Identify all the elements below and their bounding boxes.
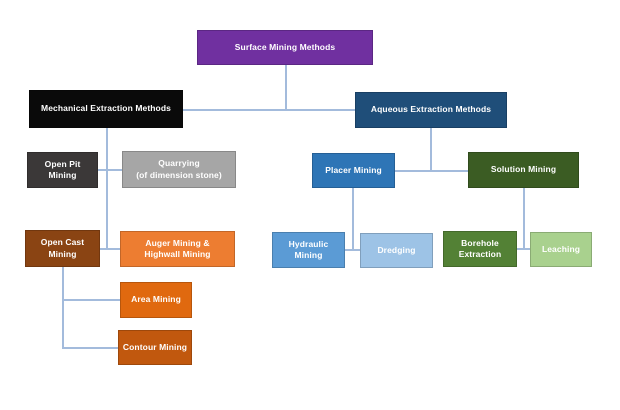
node-label: Area Mining bbox=[131, 294, 181, 305]
connector-opencast-auger bbox=[100, 248, 120, 250]
connector-hydraulic-dredging bbox=[345, 249, 360, 251]
node-label: Dredging bbox=[377, 244, 416, 255]
node-label: Open Cast Mining bbox=[40, 237, 85, 259]
node-aqueous-extraction-methods: Aqueous Extraction Methods bbox=[355, 92, 507, 128]
node-mechanical-extraction-methods: Mechanical Extraction Methods bbox=[29, 90, 183, 128]
node-contour-mining: Contour Mining bbox=[118, 330, 192, 365]
connector-top-horizontal bbox=[183, 109, 355, 111]
node-open-cast-mining: Open Cast Mining bbox=[25, 230, 100, 267]
node-label: Solution Mining bbox=[490, 164, 557, 175]
node-label: Open Pit Mining bbox=[44, 158, 81, 180]
node-label: Leaching bbox=[541, 243, 581, 254]
node-label: Aqueous Extraction Methods bbox=[370, 104, 492, 115]
connector-aqueous-down bbox=[430, 128, 432, 171]
connector-placer-down bbox=[352, 188, 354, 250]
node-dredging: Dredging bbox=[360, 233, 433, 268]
node-label: Auger Mining & Highwall Mining bbox=[144, 237, 211, 259]
connector-borehole-leaching bbox=[517, 248, 530, 250]
node-surface-mining-methods: Surface Mining Methods bbox=[197, 30, 373, 65]
node-label: Surface Mining Methods bbox=[234, 41, 336, 52]
connector-solution-down bbox=[523, 188, 525, 249]
node-quarrying: Quarrying (of dimension stone) bbox=[122, 151, 236, 188]
node-solution-mining: Solution Mining bbox=[468, 152, 579, 188]
node-label: Borehole Extraction bbox=[458, 237, 502, 259]
connector-surface-down bbox=[285, 65, 287, 110]
node-label: Placer Mining bbox=[325, 164, 382, 175]
connector-openpit-quarrying bbox=[98, 169, 122, 171]
node-leaching: Leaching bbox=[530, 232, 592, 267]
node-area-mining: Area Mining bbox=[120, 282, 192, 318]
connector-opencast-down bbox=[62, 267, 64, 348]
connector-area-stub bbox=[62, 299, 120, 301]
node-hydraulic-mining: Hydraulic Mining bbox=[272, 232, 345, 268]
node-label: Quarrying (of dimension stone) bbox=[136, 158, 222, 180]
connector-mechanical-down bbox=[106, 128, 108, 249]
node-label: Hydraulic Mining bbox=[288, 238, 329, 260]
connector-contour-stub bbox=[62, 347, 118, 349]
node-label: Mechanical Extraction Methods bbox=[41, 103, 171, 114]
connector-placer-solution bbox=[395, 170, 468, 172]
node-borehole-extraction: Borehole Extraction bbox=[443, 231, 517, 267]
node-placer-mining: Placer Mining bbox=[312, 153, 395, 188]
node-label: Contour Mining bbox=[122, 341, 188, 352]
node-auger-highwall-mining: Auger Mining & Highwall Mining bbox=[120, 231, 235, 267]
node-open-pit-mining: Open Pit Mining bbox=[27, 152, 98, 188]
